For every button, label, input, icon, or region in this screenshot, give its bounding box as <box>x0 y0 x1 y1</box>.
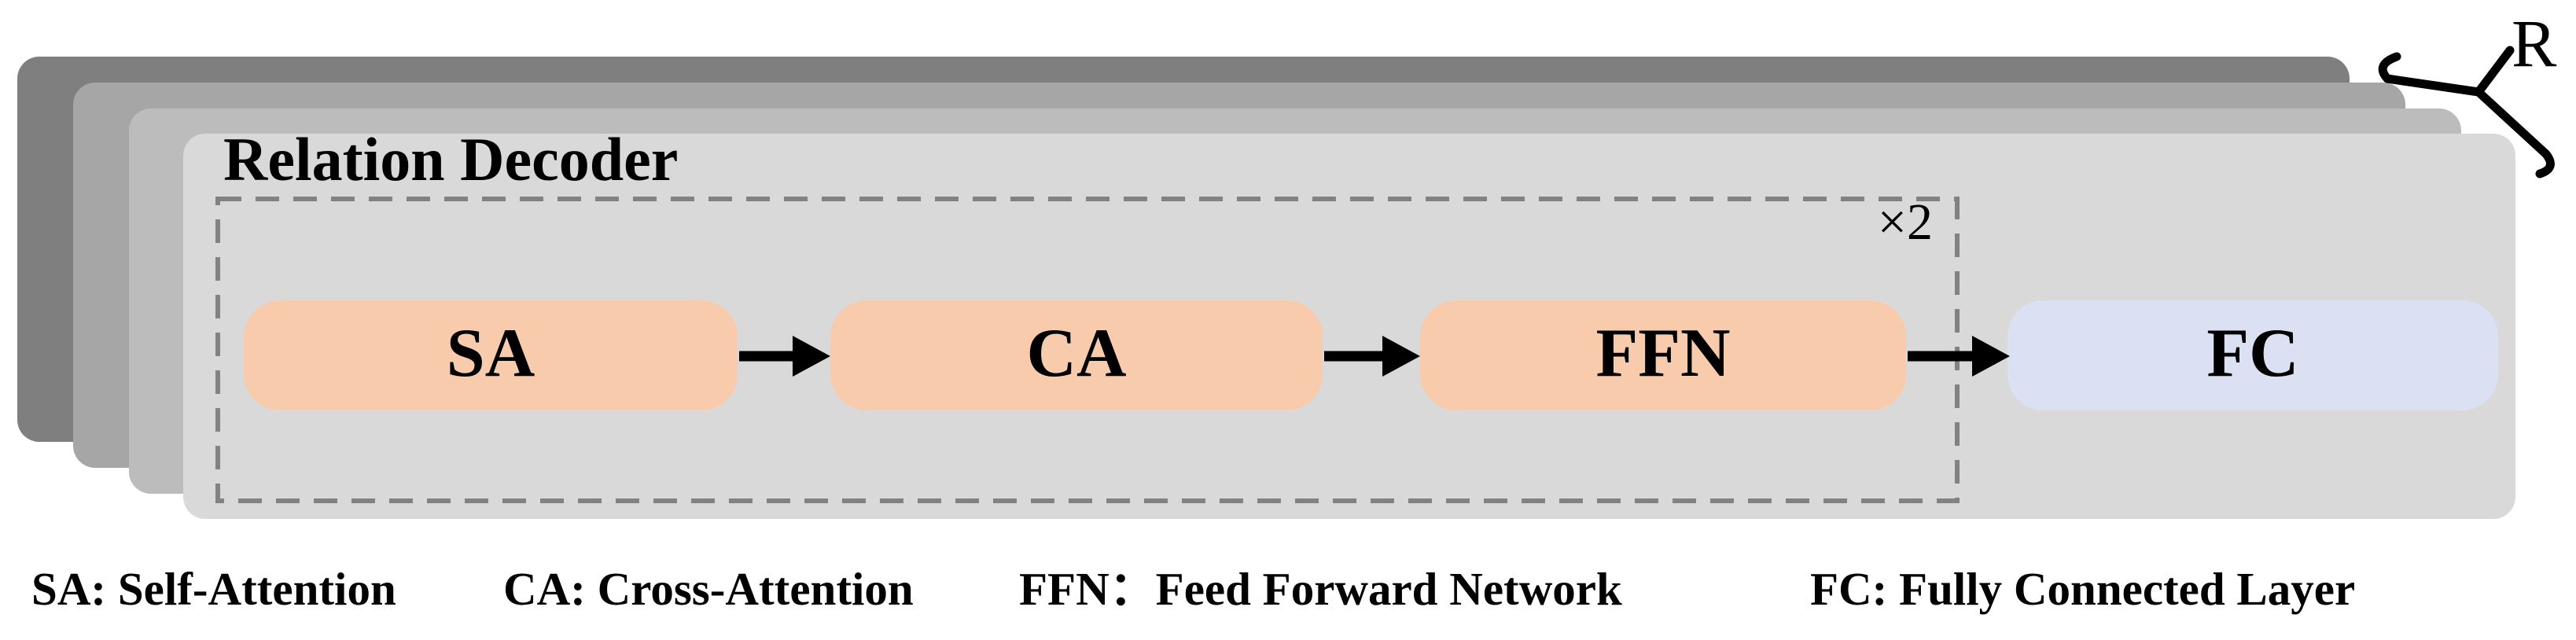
legend-item-fc: FC: Fully Connected Layer <box>1810 563 2356 615</box>
ca-block: CA <box>830 300 1323 410</box>
legend: SA: Self-Attention CA: Cross-Attention F… <box>0 561 2576 640</box>
ca-block-label: CA <box>1026 315 1127 392</box>
legend-item-ca: CA: Cross-Attention <box>503 563 914 615</box>
fc-block-label: FC <box>2206 315 2299 392</box>
legend-item-ffn: FFN：Feed Forward Network <box>1019 563 1622 615</box>
times-2-label: ×2 <box>1877 193 1933 251</box>
decoder-title: Relation Decoder <box>223 125 679 193</box>
repeat-count-label: R <box>2512 6 2557 81</box>
fc-block: FC <box>2007 300 2498 410</box>
legend-item-sa: SA: Self-Attention <box>31 563 396 615</box>
ffn-block: FFN <box>1420 300 1906 410</box>
sa-block: SA <box>244 300 738 410</box>
ffn-block-label: FFN <box>1595 315 1731 392</box>
sa-block-label: SA <box>446 315 535 392</box>
